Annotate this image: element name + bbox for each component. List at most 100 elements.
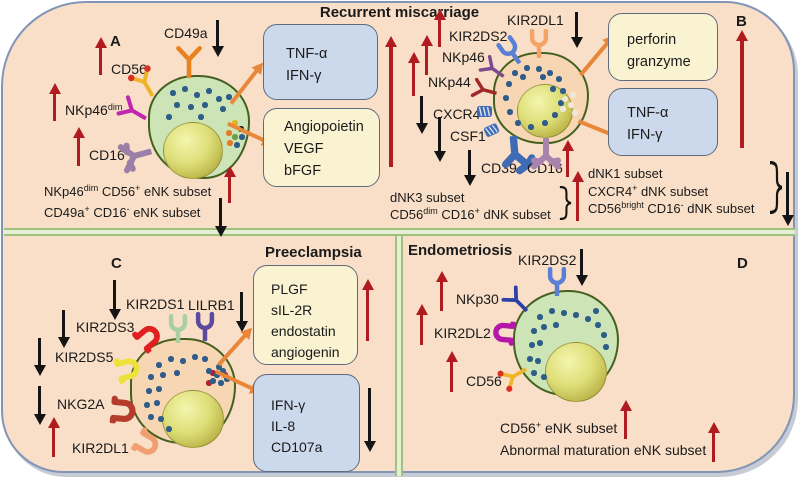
nkp30-increase-arrow bbox=[440, 281, 443, 311]
cd56-label: CD56 bbox=[111, 61, 147, 77]
cytokine-box-b: TNF-α IFN-γ bbox=[608, 88, 718, 156]
cytokine-box-a-line: TNF-α bbox=[286, 46, 328, 62]
subset-b-increased-line: CD56dim CD16+ dNK subset bbox=[390, 206, 551, 222]
kir2ds2-d-receptor-icon bbox=[542, 266, 572, 296]
subset-a-increase-arrow bbox=[228, 176, 231, 203]
angiogenic-box-c-line: PLGF bbox=[271, 281, 308, 297]
cytokine-box-b-line: IFN-γ bbox=[627, 126, 663, 143]
nkg2a-receptor-icon bbox=[105, 391, 140, 426]
nkg2a-label: NKG2A bbox=[57, 396, 105, 412]
kir2ds1-receptor-icon bbox=[163, 313, 193, 343]
kir2ds5-decrease-arrow bbox=[38, 338, 41, 366]
kir2dl2-increase-arrow bbox=[420, 314, 423, 345]
granule-box-b-line: perforin bbox=[627, 32, 677, 48]
cxcr4-b-decrease-arrow bbox=[420, 96, 423, 124]
nkg2a-decrease-arrow bbox=[38, 386, 41, 415]
subset-d-cd56-increase-arrow bbox=[624, 410, 627, 439]
cytokine-box-a: TNF-α IFN-γ bbox=[263, 24, 378, 100]
nkp30-label: NKp30 bbox=[456, 291, 499, 307]
enk-cell-d-nucleus bbox=[545, 342, 607, 402]
cytokine-box-c: IFN-γ IL-8 CD107a bbox=[253, 374, 360, 472]
cd16-a-increase-arrow bbox=[77, 137, 80, 166]
panel-d-label: D bbox=[737, 255, 748, 272]
panel-divider-horizontal bbox=[4, 228, 795, 236]
csf1-b-decrease-arrow bbox=[438, 117, 441, 152]
panel-a-overall-increase-arrow bbox=[389, 46, 393, 167]
cd56-d-label: CD56 bbox=[466, 373, 502, 389]
kir2dl1-b-label: KIR2DL1 bbox=[507, 12, 564, 28]
kir2dl1-c-increase-arrow bbox=[52, 427, 55, 457]
subset-b-increased-brace bbox=[558, 186, 573, 220]
subset-b-increased-line: dNK3 subset bbox=[390, 190, 465, 205]
subset-a-decrease-arrow bbox=[219, 198, 222, 227]
panel-c-title: Preeclampsia bbox=[265, 244, 362, 261]
growth-box-a-line: VEGF bbox=[284, 140, 324, 157]
granule-box-b-line: granzyme bbox=[627, 53, 691, 70]
panel-b-label: B bbox=[736, 13, 747, 30]
angiogenic-box-c: PLGF sIL-2R endostatin angiogenin bbox=[253, 265, 358, 365]
kir2ds2-d-decrease-arrow bbox=[580, 249, 583, 276]
cd49a-decrease-arrow bbox=[216, 20, 219, 47]
panel-b-overall-increase-arrow bbox=[740, 40, 744, 148]
dnk-cell-b-nucleus bbox=[517, 84, 573, 138]
cd49a-label: CD49a bbox=[164, 25, 208, 41]
nkp46-b-increase-arrow bbox=[425, 45, 428, 75]
kir2ds2-b-label: KIR2DS2 bbox=[449, 28, 508, 44]
nkp44-b-increase-arrow bbox=[412, 62, 415, 96]
cd56-d-increase-arrow bbox=[450, 361, 453, 392]
csf1-b-label: CSF1 bbox=[450, 128, 486, 144]
subset-d-abnormal-increase-arrow bbox=[712, 432, 715, 462]
subset-b-decrease-arrow bbox=[786, 172, 789, 216]
subset-a-decreased: CD49a+ CD16- eNK subset bbox=[44, 204, 201, 220]
panel-a-label: A bbox=[110, 33, 121, 50]
cd16-a-label: CD16 bbox=[89, 147, 125, 163]
granule-box-b: perforin granzyme bbox=[608, 13, 718, 81]
kir2ds3-label: KIR2DS3 bbox=[76, 319, 135, 335]
cytokine-box-c-line: CD107a bbox=[271, 439, 323, 455]
nkp46dim-increase-arrow bbox=[53, 93, 56, 121]
kir2dl1-c-label: KIR2DL1 bbox=[72, 440, 129, 456]
kir2ds2-b-increase-arrow bbox=[438, 19, 441, 47]
cd16-b-receptor-icon bbox=[528, 138, 564, 174]
panel-c-label: C bbox=[111, 255, 122, 272]
lilrb1-label: LILRB1 bbox=[188, 297, 235, 313]
subset-b-increase-arrow bbox=[576, 181, 579, 221]
cytokine-box-b-line: TNF-α bbox=[627, 105, 669, 121]
kir2dl2-label: KIR2DL2 bbox=[434, 325, 491, 341]
dnk-cell-b-secretion-dots bbox=[558, 92, 564, 98]
panel-divider-vertical bbox=[395, 236, 403, 476]
lilrb1-decrease-arrow bbox=[240, 292, 243, 322]
kir2dl2-receptor-icon bbox=[490, 320, 520, 350]
cd39-b-decrease-arrow bbox=[468, 150, 471, 176]
kir2dl1-b-decrease-arrow bbox=[575, 12, 578, 38]
growth-factor-box-a: Angiopoietin VEGF bFGF bbox=[263, 108, 380, 187]
nkp44-b-label: NKp44 bbox=[428, 74, 471, 90]
subset-d-abnormal: Abnormal maturation eNK subset bbox=[500, 442, 707, 458]
lilrb1-receptor-icon bbox=[190, 311, 220, 341]
growth-box-a-line: Angiopoietin bbox=[284, 119, 364, 135]
dnk-cell-c-nucleus bbox=[162, 390, 224, 448]
kir2ds3-decrease-arrow bbox=[62, 310, 65, 338]
cd16-b-increase-arrow bbox=[566, 150, 569, 177]
enk-cell-a-nucleus bbox=[163, 122, 223, 179]
angiogenic-box-c-line: angiogenin bbox=[271, 344, 340, 360]
growth-box-a-line: bFGF bbox=[284, 162, 322, 179]
kir2ds1-decrease-arrow bbox=[113, 280, 116, 310]
subset-b-decreased-line: CD56bright CD16- dNK subset bbox=[588, 200, 755, 216]
angiogenic-box-c-increase-arrow bbox=[366, 289, 369, 341]
nkp46dim-label: NKp46dim bbox=[65, 102, 123, 118]
cytokine-box-c-decrease-arrow bbox=[368, 388, 371, 442]
subset-a-increased: NKp46dim CD56+ eNK subset bbox=[44, 183, 212, 199]
angiogenic-box-c-line: endostatin bbox=[271, 323, 336, 339]
kir2ds1-label: KIR2DS1 bbox=[126, 296, 185, 312]
cytokine-box-a-line: IFN-γ bbox=[286, 67, 322, 84]
angiogenic-box-c-line: sIL-2R bbox=[271, 302, 313, 318]
kir2ds2-d-label: KIR2DS2 bbox=[518, 252, 577, 268]
nkp46-b-label: NKp46 bbox=[442, 49, 485, 65]
cd56-increase-arrow bbox=[99, 47, 102, 75]
subset-b-decreased-line: CXCR4+ dNK subset bbox=[588, 183, 709, 199]
subset-b-decreased-line: dNK1 subset bbox=[588, 166, 663, 181]
kir2ds5-label: KIR2DS5 bbox=[55, 349, 114, 365]
subset-d-cd56: CD56+ eNK subset bbox=[500, 420, 618, 436]
